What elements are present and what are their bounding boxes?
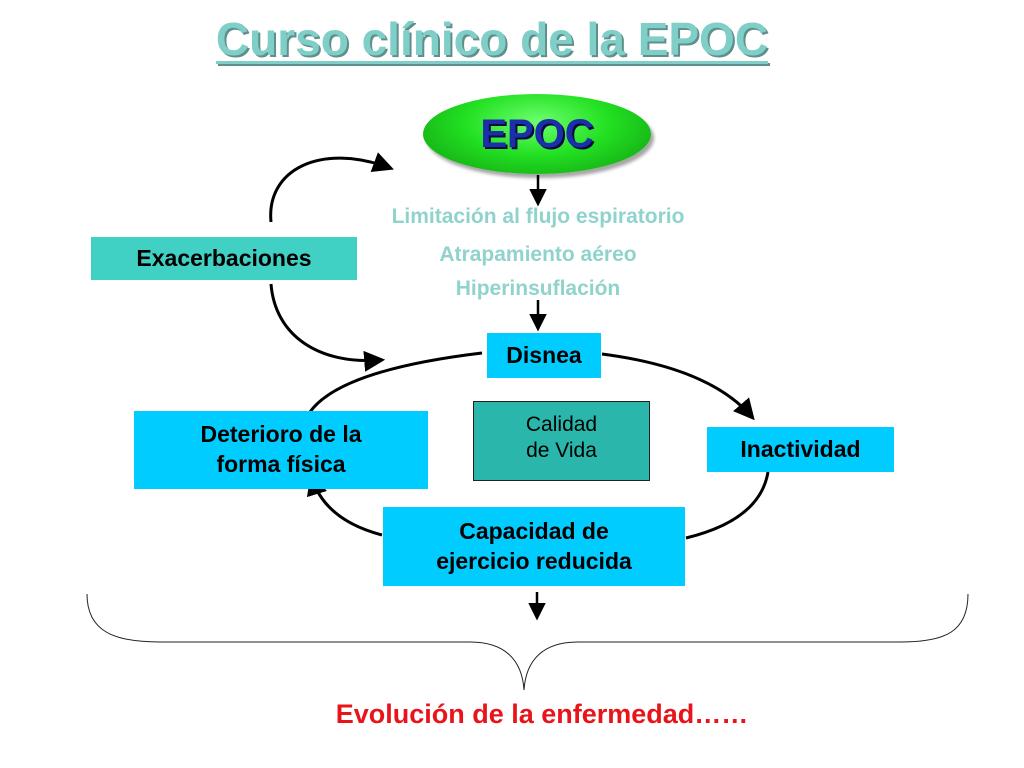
mechanism-atrapamiento: Atrapamiento aéreo	[439, 243, 637, 266]
disnea-box: Disnea	[487, 333, 601, 378]
cycle-arc-top-left	[308, 351, 483, 413]
cycle-arc-top-right	[601, 352, 755, 421]
exacerbaciones-box: Exacerbaciones	[91, 237, 357, 280]
capacidad-box: Capacidad de ejercicio reducida	[383, 507, 685, 586]
exacerbaciones-arrow-up	[269, 152, 394, 223]
mechanism-flujo: Limitación al flujo espiratorio	[391, 205, 685, 228]
cycle-arc-right	[685, 471, 770, 540]
outcome-label: Evolución de la enfermedad……	[335, 699, 749, 729]
curly-brace	[86, 593, 969, 691]
slide-title: Curso clínico de la EPOC	[215, 13, 769, 65]
calidad-de-vida-box: Calidad de Vida	[473, 401, 650, 481]
epoc-label: EPOC	[480, 111, 594, 156]
exacerbaciones-arrow-down	[269, 283, 386, 372]
epoc-node: EPOC	[423, 94, 651, 174]
inactividad-box: Inactividad	[707, 427, 894, 472]
mechanism-hiperinsuflacion: Hiperinsuflación	[455, 277, 621, 300]
deterioro-box: Deterioro de la forma física	[134, 411, 428, 489]
